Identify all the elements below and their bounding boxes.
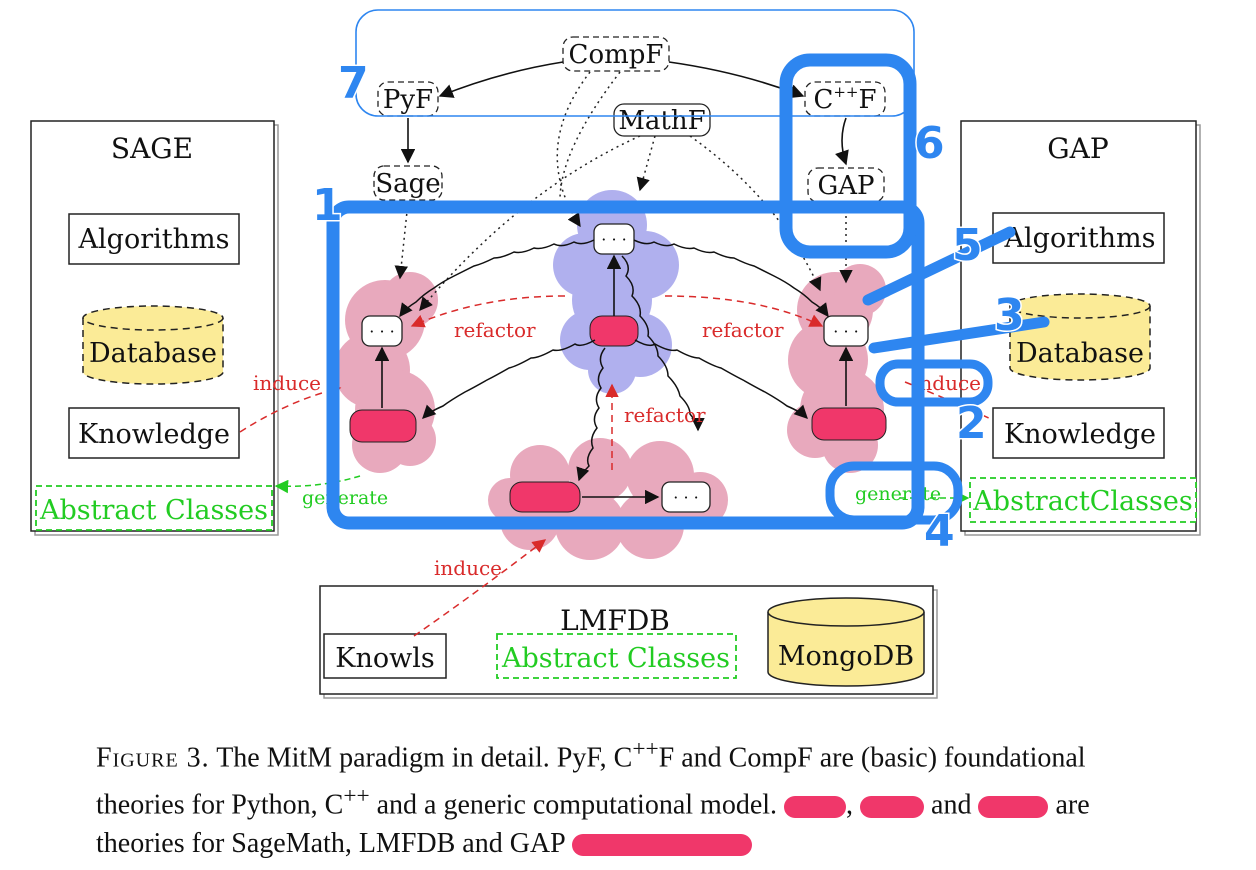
node-cppf: C++F [804,81,886,117]
caption-sup1: ++ [632,736,659,762]
caption-part4: and [924,789,979,821]
caption-redaction-4 [571,834,752,857]
svg-text:· · ·: · · · [369,322,394,341]
mongodb-label: MongoDB [778,641,914,672]
lmfdb-panel: LMFDB Knowls Abstract Classes MongoDB [319,585,938,699]
redacted-node-sage [349,409,417,443]
gap-panel: GAP Algorithms Database Knowledge Abstra… [960,120,1201,536]
caption-redaction-2 [860,796,925,819]
annotation-number-7: 7 [338,58,369,109]
label-refactor-right: refactor [702,318,784,342]
sage-database-label: Database [89,338,217,369]
mongodb-cylinder: MongoDB [767,597,925,687]
caption-part3: and a generic computational model. [369,789,778,821]
annotation-box-7 [355,9,915,117]
svg-text:· · ·: · · · [601,230,626,249]
wavy-arrows [399,239,829,482]
label-induce-bottom: induce [434,556,502,580]
annotation-line-5 [862,226,1016,306]
annotation-number-3: 3 [994,290,1025,341]
annotation-overlays [326,9,1050,530]
gap-database-label: Database [1016,338,1144,369]
annotation-number-6: 6 [914,118,945,169]
sage-abstract-classes: Abstract Classes [39,495,268,526]
gap-database: Database [1009,293,1151,381]
svg-text:GAP: GAP [817,171,874,201]
node-pyf: PyF [377,81,439,117]
gap-abstract-classes: AbstractClasses [972,486,1192,517]
svg-text:Sage: Sage [375,169,440,199]
figure-label: Figure 3. [96,742,210,774]
svg-text:CompF: CompF [569,40,664,70]
svg-text:MathF: MathF [618,106,705,136]
sage-knowledge: Knowledge [78,419,230,450]
node-sage: Sage [373,165,443,201]
gap-algorithms: Algorithms [1004,223,1156,254]
node-mathf: MathF [613,103,711,137]
svg-text:· · ·: · · · [833,322,858,341]
node-mathf-top: · · · [593,223,635,255]
node-sage-ellipsis: · · · [361,315,403,347]
node-lmfdb-ellipsis: · · · [661,481,711,513]
annotation-number-5: 5 [952,220,983,271]
node-gap-ellipsis: · · · [823,315,869,347]
annotation-box-2 [875,359,993,407]
gap-knowledge: Knowledge [1004,419,1156,450]
figure-caption: Figure 3. The MitM paradigm in detail. P… [96,736,1090,859]
annotation-number-4: 4 [924,506,955,557]
caption-sup2: ++ [343,783,370,810]
annotation-number-2: 2 [956,398,987,449]
sage-title: SAGE [111,132,193,165]
label-refactor-left: refactor [454,318,536,342]
annotation-box-6 [779,53,917,259]
cloud-sage [334,272,438,473]
annotation-numbers: 1 2 3 4 5 6 7 [311,57,1027,559]
redacted-node-gap [811,407,887,441]
annotation-number-1: 1 [312,180,343,231]
caption-redaction-1 [784,796,847,819]
node-compf: CompF [562,36,670,72]
caption-part1: The MitM paradigm in detail. PyF, C [216,742,633,774]
cloud-mathf [553,190,679,394]
svg-text:· · ·: · · · [673,488,698,507]
annotation-line-3 [868,316,1050,354]
redacted-node-lmfdb [509,481,581,513]
sage-algorithms: Algorithms [78,224,230,255]
lmfdb-title: LMFDB [560,604,670,637]
caption-part5: are theories for SageMath, LMFDB and GAP [96,789,1090,859]
redacted-node-mathf [589,315,639,347]
label-generate-left: generate [302,487,388,509]
svg-text:C++F: C++F [813,83,876,115]
lmfdb-abstract-classes: Abstract Classes [501,643,730,674]
green-dashed-arrows [274,475,970,505]
gap-title: GAP [1047,132,1108,165]
svg-text:PyF: PyF [383,85,433,115]
label-refactor-bottom: refactor [624,403,706,427]
node-gap: GAP [807,167,885,203]
caption-part2: F and CompF are (basic) foundational the… [96,742,1086,821]
sage-database: Database [82,305,224,385]
label-induce-left: induce [253,371,321,395]
lmfdb-knowls: Knowls [335,643,434,674]
caption-redaction-3 [978,796,1049,819]
annotation-box-4 [825,461,963,525]
sage-panel: SAGE Algorithms Database Knowledge Abstr… [30,120,279,536]
label-generate-right: generate [855,483,941,505]
